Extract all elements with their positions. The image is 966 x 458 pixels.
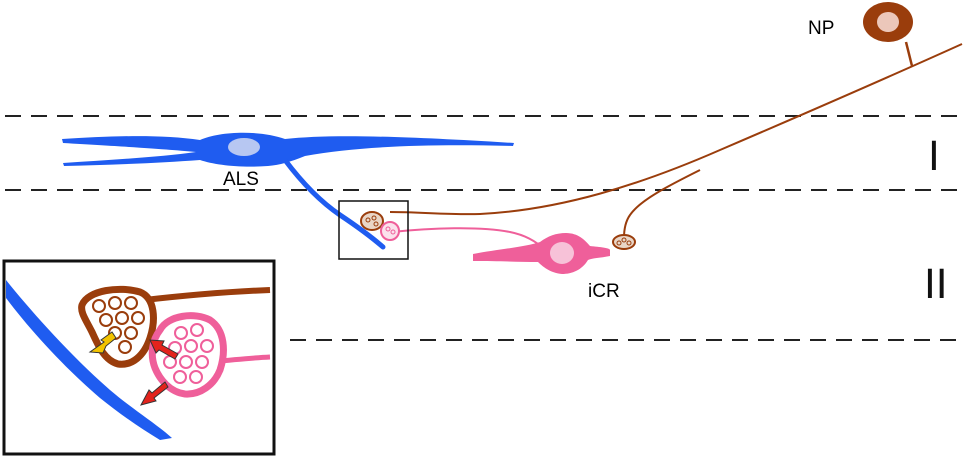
icr-label: iCR: [588, 281, 620, 302]
np-label: NP: [808, 18, 834, 39]
yellow-arrow: [88, 331, 117, 354]
vesicle: [115, 311, 129, 325]
synapse-cluster-small: [360, 211, 400, 241]
vesicle: [200, 339, 214, 353]
vesicle: [373, 221, 379, 227]
vesicle: [190, 323, 204, 337]
vesicle: [92, 299, 106, 313]
vesicle: [131, 311, 145, 325]
np-terminal-on-icr: [612, 234, 636, 250]
vesicle: [189, 370, 203, 384]
vesicle: [390, 229, 396, 235]
vesicle: [124, 296, 138, 310]
vesicle: [195, 355, 209, 369]
als-descending-dendrite: [282, 157, 386, 250]
np-nucleus: [877, 12, 899, 32]
vesicle: [626, 240, 632, 246]
layer-boundaries: [5, 115, 966, 341]
vesicle: [179, 355, 193, 369]
vesicle: [184, 339, 198, 353]
inset-content: [6, 280, 271, 440]
np-axon-stem: [904, 41, 914, 67]
np-axon: [389, 43, 963, 216]
red-arrow-upper: [149, 339, 179, 360]
vesicle: [365, 217, 371, 223]
vesicle: [124, 326, 138, 340]
np-small-terminal: [360, 211, 384, 231]
icr-small-terminal: [380, 221, 400, 241]
als-body: [62, 132, 514, 167]
vesicle: [371, 215, 377, 221]
inset-panel: [2, 259, 276, 456]
inset-icr-terminal: [148, 312, 227, 398]
red-arrow-lower: [140, 381, 169, 406]
icr-body: [473, 233, 610, 274]
vesicle: [385, 226, 391, 232]
np-axon-branch: [623, 169, 701, 239]
als-nucleus: [228, 138, 260, 156]
zoom-box: [338, 200, 409, 260]
inset-np-axon: [144, 287, 271, 303]
inset-np-vesicles: [92, 296, 145, 354]
vesicle: [108, 296, 122, 310]
icr-nucleus: [550, 242, 574, 264]
layer-2-label: II: [924, 262, 948, 308]
vesicle: [621, 237, 627, 243]
als-neuron: [62, 132, 514, 250]
vesicle: [616, 240, 622, 246]
vesicle: [118, 340, 132, 354]
layer-1-label: I: [928, 134, 940, 180]
vesicle: [99, 313, 113, 327]
icr-neuron: [391, 227, 610, 274]
inset-icr-vesicles: [163, 323, 214, 384]
vesicle: [173, 370, 187, 384]
np-neuron: [389, 2, 963, 239]
als-label: ALS: [223, 169, 259, 190]
vesicle: [174, 326, 188, 340]
